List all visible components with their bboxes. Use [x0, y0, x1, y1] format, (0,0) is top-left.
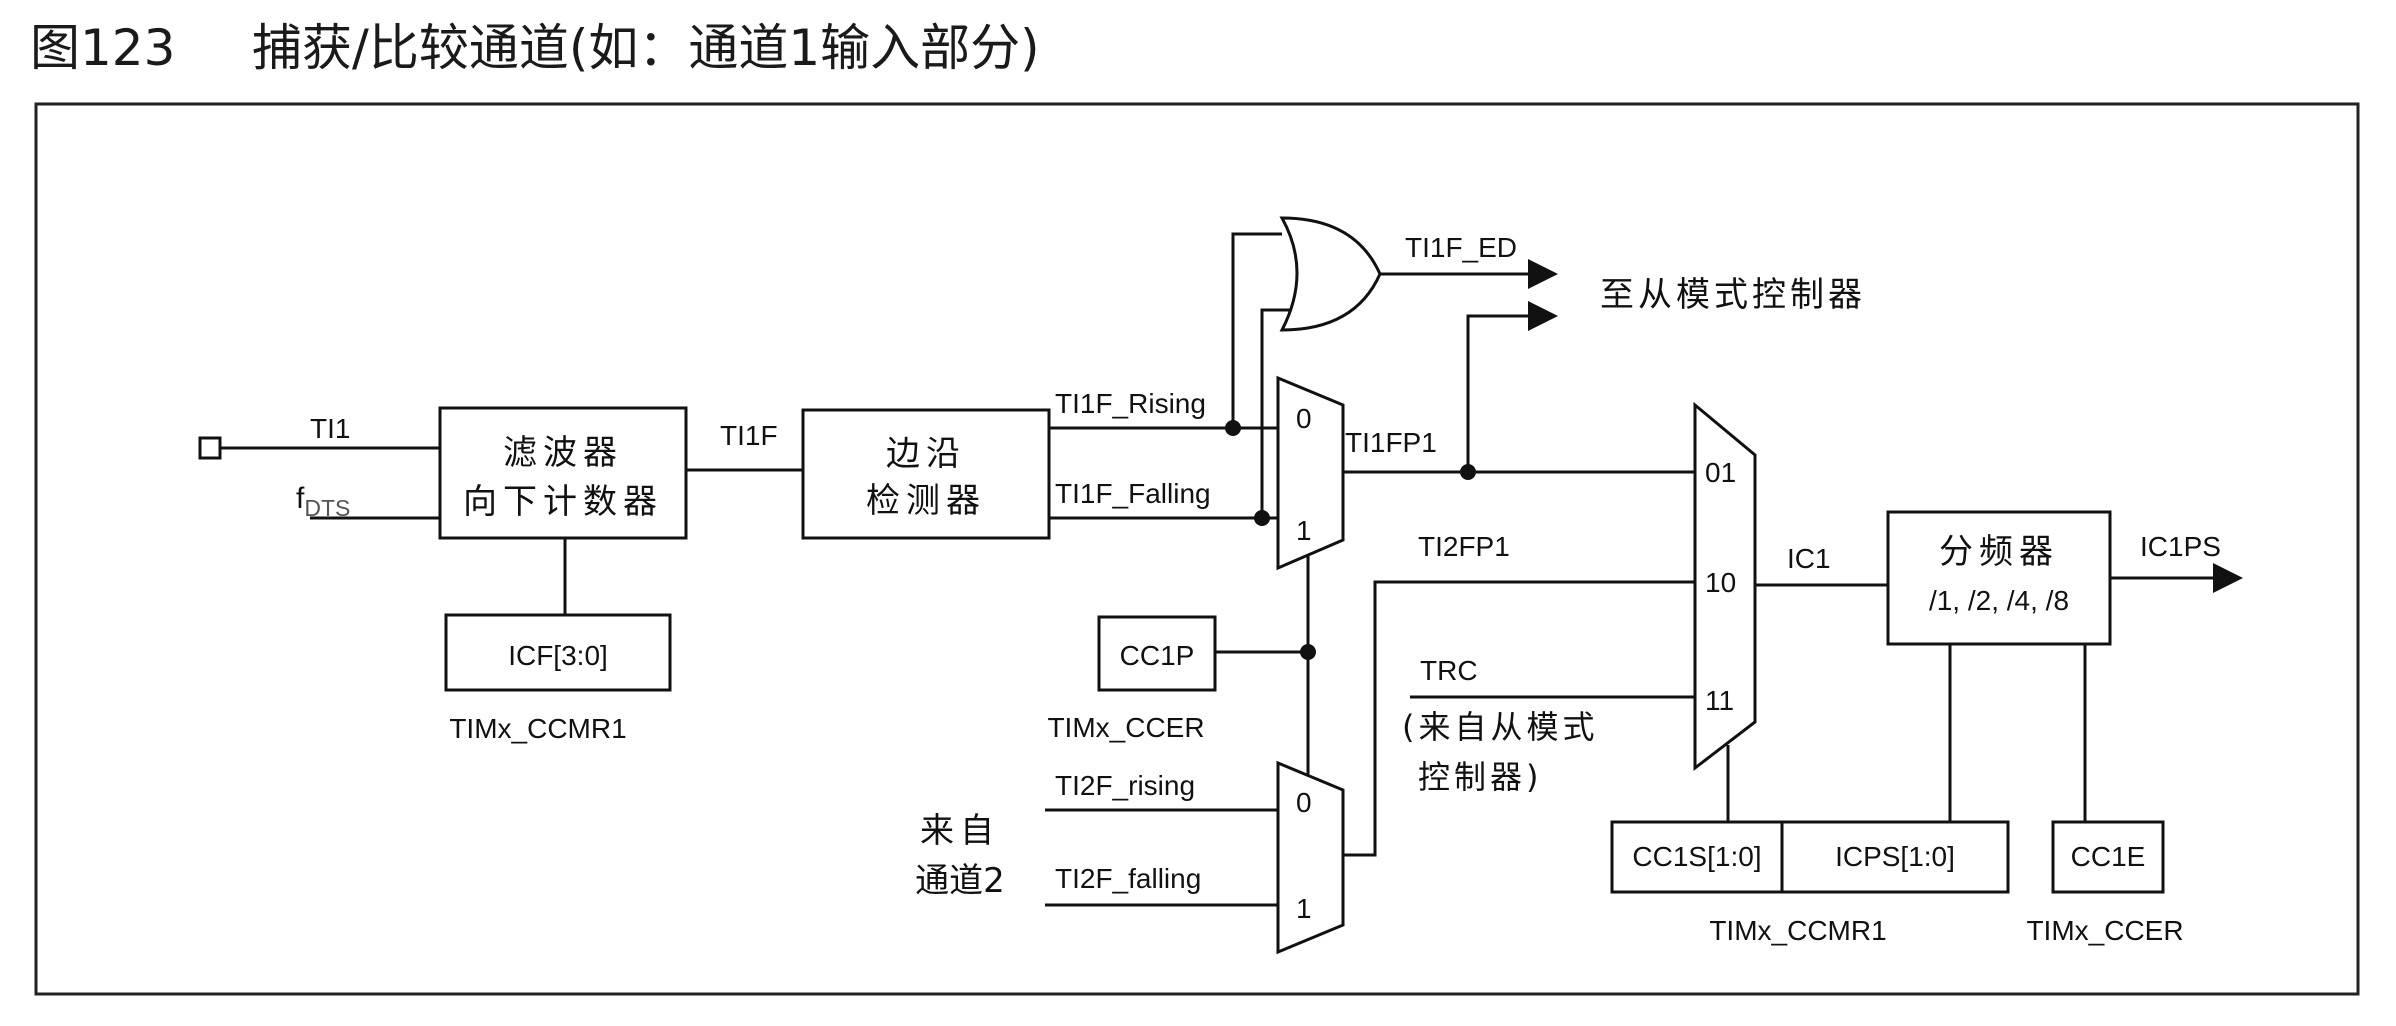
prescaler-label-1: 分频器	[1939, 532, 2059, 572]
diagram-frame	[34, 102, 2360, 996]
mux3-input11-label: 11	[1705, 685, 1734, 716]
junction-dot	[1460, 464, 1476, 480]
or-gate	[1279, 216, 1382, 332]
trc-note-1: (来自从模式	[1402, 708, 1599, 746]
ic1ps-label: IC1PS	[2140, 531, 2221, 562]
trc-label: TRC	[1420, 655, 1478, 686]
from-channel2-label-2: 通道2	[915, 861, 1005, 901]
mux2-input1-label: 1	[1296, 893, 1312, 924]
ccmr1-register-name: TIMx_CCMR1	[1709, 915, 1886, 946]
ti1f-rising-label: TI1F_Rising	[1055, 388, 1206, 419]
edge-detector-block	[801, 408, 1051, 540]
prescaler-label-2: /1, /2, /4, /8	[1929, 585, 2069, 616]
figure-number: 图123	[30, 19, 176, 77]
cc1e-register-name: TIMx_CCER	[2026, 915, 2183, 946]
icf-register-box	[444, 613, 672, 692]
edge-detector-label-1: 边沿	[886, 434, 966, 474]
ti1-label: TI1	[310, 413, 350, 444]
prescaler-block	[1886, 510, 2112, 646]
cc1p-register-box	[1097, 615, 1217, 692]
icf-label: ICF[3:0]	[508, 640, 608, 671]
filter-block	[438, 406, 688, 540]
trc-note-2: 控制器)	[1418, 758, 1543, 796]
filter-label-1: 滤波器	[503, 433, 623, 473]
fdts-label: fDTS	[296, 482, 350, 521]
ti1f-label: TI1F	[720, 420, 778, 451]
ti2f-falling-label: TI2F_falling	[1055, 863, 1201, 894]
junction-dot	[1225, 420, 1241, 436]
figure-title: 捕获/比较通道(如：通道1输入部分)	[252, 19, 1040, 77]
cc1e-register-box	[2051, 820, 2165, 894]
fdts-sub: DTS	[304, 495, 350, 521]
cc1p-register-name: TIMx_CCER	[1047, 712, 1204, 743]
edge-detector-label-2: 检测器	[866, 481, 986, 521]
ti1f-ed-label: TI1F_ED	[1405, 232, 1517, 263]
icps-label: ICPS[1:0]	[1835, 841, 1955, 872]
to-slave-controller-label: 至从模式控制器	[1600, 275, 1866, 315]
mux3-input01-label: 01	[1705, 457, 1736, 488]
cc1e-label: CC1E	[2071, 841, 2146, 872]
mux-input-select	[1693, 401, 1757, 772]
ti1f-falling-label: TI1F_Falling	[1055, 478, 1211, 509]
icf-register-name: TIMx_CCMR1	[449, 713, 626, 744]
ti1-input-pin	[198, 436, 222, 460]
ic1-label: IC1	[1787, 543, 1831, 574]
mux1-input0-label: 0	[1296, 403, 1312, 434]
fdts-main: f	[296, 482, 305, 515]
mux-polarity-2	[1276, 760, 1345, 955]
junction-dot	[1300, 644, 1316, 660]
filter-label-2: 向下计数器	[463, 482, 663, 522]
junction-dot	[1254, 510, 1270, 526]
ti1fp1-label: TI1FP1	[1345, 427, 1437, 458]
from-channel2-label-1: 来自	[920, 811, 1000, 851]
mux-polarity-1	[1276, 375, 1345, 571]
cc1p-label: CC1P	[1120, 640, 1195, 671]
figure-caption: 图123 捕获/比较通道(如：通道1输入部分)	[30, 8, 1040, 88]
ti2fp1-label: TI2FP1	[1418, 531, 1510, 562]
cc1s-label: CC1S[1:0]	[1632, 841, 1761, 872]
icps-register-box	[1780, 820, 2010, 894]
mux2-input0-label: 0	[1296, 787, 1312, 818]
ti2f-rising-label: TI2F_rising	[1055, 770, 1195, 801]
mux3-input10-label: 10	[1705, 567, 1736, 598]
mux1-input1-label: 1	[1296, 515, 1312, 546]
